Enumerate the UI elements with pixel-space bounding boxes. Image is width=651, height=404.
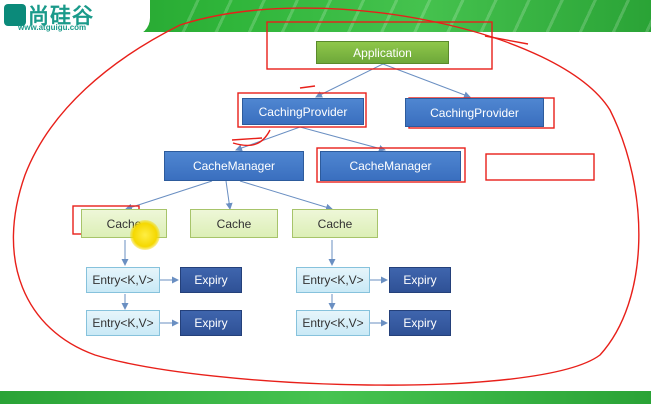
logo: 尚硅谷 www.atguigu.com bbox=[0, 0, 150, 36]
expiry-node-1: Expiry bbox=[180, 267, 242, 293]
connector-manager-cache3 bbox=[239, 180, 333, 211]
caching-provider-node-2: CachingProvider bbox=[405, 98, 544, 127]
footer-bar bbox=[0, 391, 651, 404]
annotation-box-empty bbox=[485, 153, 595, 181]
connector-provider-manager1 bbox=[235, 126, 301, 152]
entry-node-3: Entry<K,V> bbox=[296, 267, 370, 293]
annotation-box-provider1 bbox=[237, 92, 367, 128]
cursor-highlight bbox=[130, 220, 160, 250]
cache-node-2: Cache bbox=[190, 209, 278, 238]
logo-url: www.atguigu.com bbox=[18, 23, 87, 32]
annotation-stroke-1 bbox=[484, 35, 529, 45]
logo-text: 尚硅谷 bbox=[28, 4, 94, 28]
expiry-node-2: Expiry bbox=[180, 310, 242, 336]
expiry-node-3: Expiry bbox=[389, 267, 451, 293]
annotations bbox=[12, 7, 640, 386]
annotation-stroke-3 bbox=[232, 129, 271, 147]
annotation-ellipse bbox=[12, 7, 640, 386]
connector-manager-cache2 bbox=[225, 180, 233, 210]
application-node: Application bbox=[316, 41, 449, 64]
entry-node-2: Entry<K,V> bbox=[86, 310, 160, 336]
header-stripes bbox=[181, 0, 651, 32]
entry-node-1: Entry<K,V> bbox=[86, 267, 160, 293]
logo-mark-icon bbox=[4, 4, 26, 26]
annotation-box-application bbox=[266, 21, 493, 70]
cache-manager-node-1: CacheManager bbox=[164, 151, 304, 181]
annotation-box-manager2 bbox=[316, 147, 466, 183]
annotation-stroke-2 bbox=[299, 85, 316, 89]
entry-node-4: Entry<K,V> bbox=[296, 310, 370, 336]
connector-provider-manager2 bbox=[299, 126, 386, 152]
cache-manager-node-2: CacheManager bbox=[320, 151, 461, 181]
caching-provider-node-1: CachingProvider bbox=[242, 98, 364, 125]
expiry-node-4: Expiry bbox=[389, 310, 451, 336]
connectors bbox=[121, 63, 471, 327]
annotation-stroke-4 bbox=[231, 137, 263, 141]
cache-node-3: Cache bbox=[292, 209, 378, 238]
connector-manager-cache1 bbox=[125, 180, 213, 211]
